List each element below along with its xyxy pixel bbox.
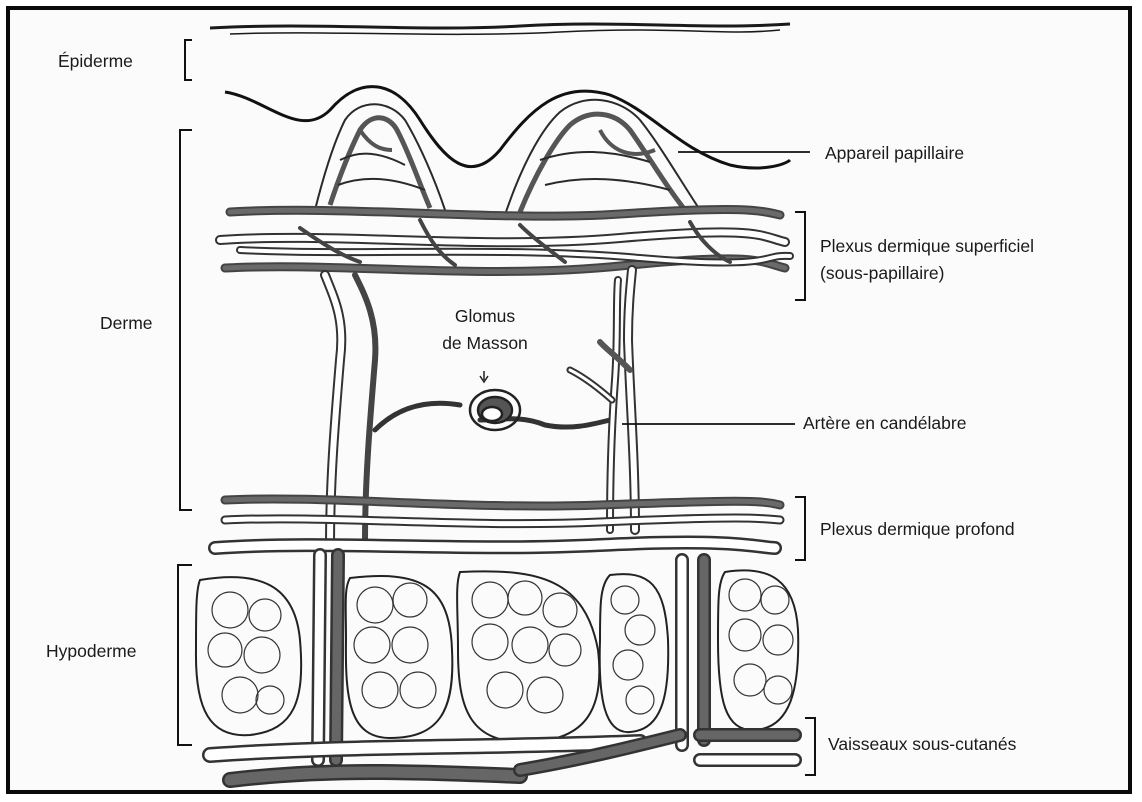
left-brackets — [178, 40, 192, 745]
right-brackets — [795, 212, 815, 775]
label-plexus-superficiel-1: Plexus dermique superficiel — [820, 235, 1034, 257]
label-artere-candelabre: Artère en candélabre — [803, 412, 966, 434]
label-epiderme: Épiderme — [58, 50, 133, 72]
label-plexus-superficiel-2: (sous-papillaire) — [820, 262, 945, 284]
epidermis-surface — [210, 24, 790, 34]
label-derme: Derme — [100, 312, 153, 334]
label-appareil-papillaire: Appareil papillaire — [825, 142, 964, 164]
leader-lines — [622, 152, 810, 424]
label-hypoderme: Hypoderme — [46, 640, 136, 662]
dermo-epidermal-junction — [225, 87, 790, 168]
subcutaneous-vessels — [210, 735, 795, 780]
superficial-dermal-plexus — [220, 209, 790, 271]
hypodermis-vessels — [318, 555, 704, 760]
label-glomus-2: de Masson — [430, 332, 540, 354]
label-plexus-profond: Plexus dermique profond — [820, 518, 1015, 540]
label-vaisseaux-sous-cutanes: Vaisseaux sous-cutanés — [828, 733, 1016, 755]
deep-dermal-plexus — [215, 499, 780, 548]
label-glomus-1: Glomus — [430, 305, 540, 327]
papillary-loops — [315, 100, 700, 215]
